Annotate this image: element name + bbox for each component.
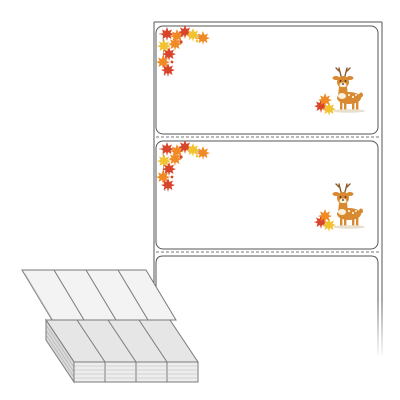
fanfold-stack <box>21 269 199 384</box>
label-2 <box>155 140 379 250</box>
label-1 <box>155 25 379 135</box>
